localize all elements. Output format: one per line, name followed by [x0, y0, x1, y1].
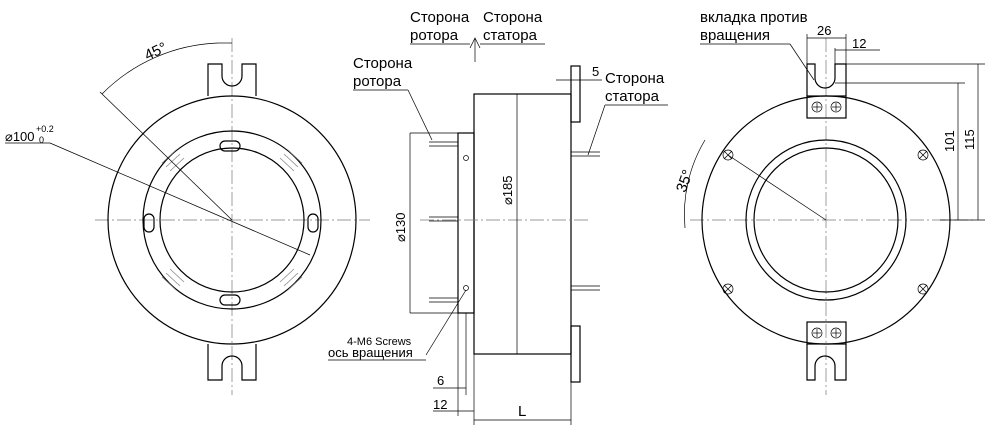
screw-slot-icon	[143, 140, 319, 306]
dim-26-label: 26	[817, 23, 831, 38]
anti-rotation-label-2: вращения	[700, 27, 770, 44]
diameter-185-label: ⌀185	[500, 175, 515, 205]
stator-side-right-label-1: Сторона	[605, 70, 665, 87]
rotor-side-top-label-2: ротора	[410, 27, 459, 44]
dim-115-label: 115	[962, 129, 977, 150]
stator-side-top-label-1: Сторона	[483, 9, 543, 26]
angle-45-label: 45°	[142, 39, 170, 64]
middle-side-view: Сторона ротора Сторона статора Сторона р…	[328, 9, 668, 425]
angle-35-label: 35°	[673, 168, 697, 195]
left-front-view: 45° ⌀100 +0.2 0	[5, 38, 370, 395]
bore-tolerance-lower: 0	[39, 135, 44, 145]
rotor-side-left-label-1: Сторона	[353, 55, 413, 72]
dim-6-label: 6	[437, 373, 444, 388]
stator-side-top-label-2: статора	[483, 27, 538, 44]
bore-tolerance-upper: +0.2	[36, 124, 54, 134]
diameter-130-label: ⌀130	[393, 212, 408, 242]
dim-101-label: 101	[942, 130, 957, 152]
dim-12-bottom-label: 12	[433, 397, 447, 412]
dim-L-label: L	[518, 403, 526, 420]
rotation-axis-label: ось вращения	[328, 345, 413, 360]
stator-side-right-label-2: статора	[605, 88, 660, 105]
anti-rotation-label-1: вкладка против	[700, 9, 808, 26]
dim-12-top-label: 12	[852, 36, 866, 51]
bore-diameter-label: ⌀100	[5, 129, 35, 144]
right-front-view: 35° вкладка против вращения 26 12 101 11…	[673, 9, 985, 395]
dim-5-label: 5	[592, 64, 599, 79]
screws-label: 4-M6 Screws	[347, 336, 412, 348]
rotor-side-left-label-2: ротора	[353, 73, 402, 90]
rotor-side-top-label-1: Сторона	[410, 9, 470, 26]
